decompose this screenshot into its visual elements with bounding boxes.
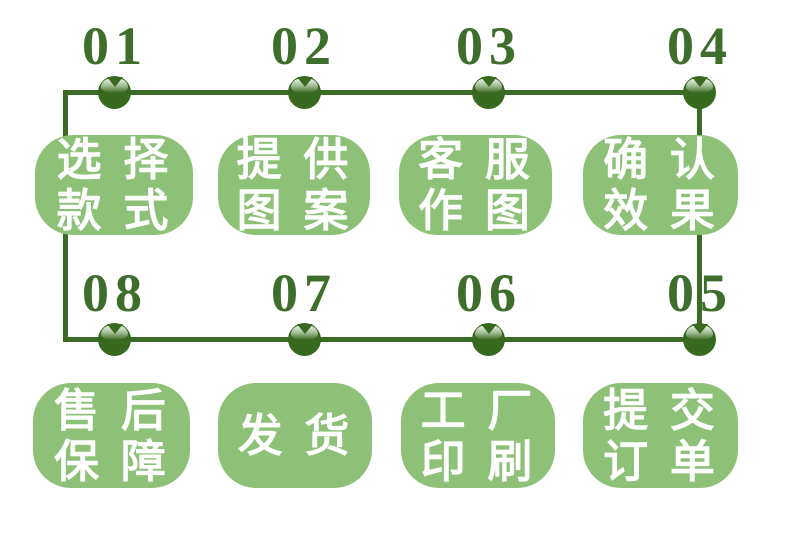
step-box-label-line: 作 图 xyxy=(418,184,533,237)
step-box-label-line: 订 单 xyxy=(603,434,718,488)
step-box-label-line: 印 刷 xyxy=(420,434,536,488)
step-box-label-line: 发 货 xyxy=(237,409,353,462)
step-dot-08 xyxy=(98,323,131,356)
step-box-label-line: 提 供 xyxy=(236,133,352,186)
step-box-label-line: 工 厂 xyxy=(420,383,536,437)
connector-line-top xyxy=(64,90,702,95)
step-dot-05 xyxy=(683,323,716,356)
step-box-factory-print: 工 厂 印 刷 xyxy=(401,383,555,488)
step-box-label-line: 保 障 xyxy=(54,434,169,488)
step-box-provide-artwork: 提 供 图 案 xyxy=(218,133,370,237)
step-box-label-line: 确 认 xyxy=(603,133,718,186)
step-number-05: 05 xyxy=(667,263,733,323)
step-box-confirm-effect: 确 认 效 果 xyxy=(583,133,738,237)
step-box-label-line: 效 果 xyxy=(603,184,718,237)
step-number-03: 03 xyxy=(456,16,522,76)
step-dot-02 xyxy=(288,76,321,109)
step-number-04: 04 xyxy=(667,16,733,76)
step-box-service-design: 客 服 作 图 xyxy=(399,133,552,237)
step-dot-07 xyxy=(288,323,321,356)
step-dot-06 xyxy=(472,323,505,356)
step-box-label-line: 选 择 xyxy=(56,133,172,186)
step-box-label-line: 客 服 xyxy=(418,133,533,186)
step-box-label-line: 提 交 xyxy=(603,383,718,437)
step-box-label-line: 售 后 xyxy=(54,383,169,437)
step-box-submit-order: 提 交 订 单 xyxy=(583,383,738,488)
step-box-label-line: 款 式 xyxy=(56,184,172,237)
step-dot-01 xyxy=(98,76,131,109)
step-box-label-line: 图 案 xyxy=(236,184,352,237)
step-number-01: 01 xyxy=(82,16,148,76)
step-number-08: 08 xyxy=(82,263,148,323)
step-number-06: 06 xyxy=(456,263,522,323)
step-dot-03 xyxy=(472,76,505,109)
step-box-after-sales: 售 后 保 障 xyxy=(33,383,190,488)
connector-line-bottom xyxy=(64,337,702,342)
step-dot-04 xyxy=(683,76,716,109)
step-box-select-style: 选 择 款 式 xyxy=(35,133,193,237)
step-number-02: 02 xyxy=(271,16,337,76)
step-number-07: 07 xyxy=(271,263,337,323)
step-box-shipping: 发 货 xyxy=(218,383,372,488)
